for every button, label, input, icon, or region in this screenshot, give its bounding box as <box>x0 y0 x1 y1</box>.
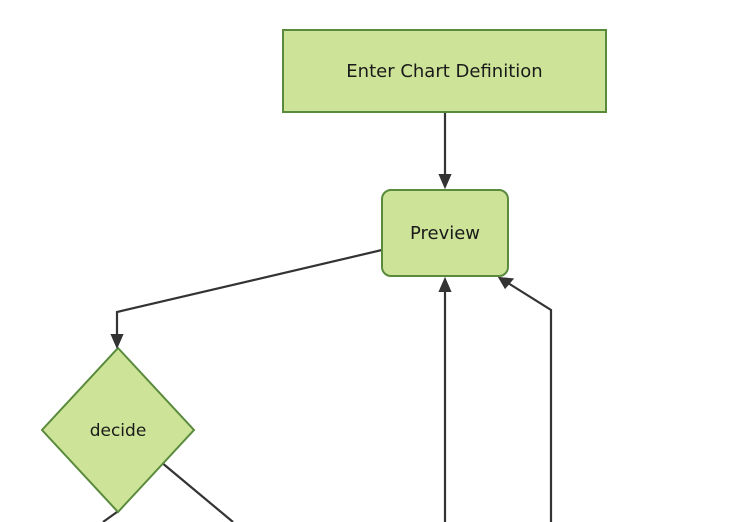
node-layer: Enter Chart Definition Preview decide <box>40 29 607 514</box>
edge-layer <box>102 112 553 522</box>
arrow-head-icon <box>438 277 452 292</box>
edge-preview-to-decide[interactable] <box>110 248 383 349</box>
edge-line <box>160 461 234 522</box>
node-rect <box>282 29 607 113</box>
edge-line <box>507 282 553 522</box>
edge-decide-bottom-out[interactable] <box>102 511 118 522</box>
edge-decide-right-out[interactable] <box>160 461 234 522</box>
node-label-decide: decide <box>90 421 147 441</box>
node-decide[interactable]: decide <box>40 346 196 514</box>
node-label-preview: Preview <box>410 223 480 244</box>
edge-line <box>102 511 118 522</box>
node-label-enter-chart-definition: Enter Chart Definition <box>346 61 542 82</box>
arrow-overlay-layer <box>110 174 514 349</box>
node-preview[interactable]: Preview <box>381 189 509 277</box>
edge-bottom-right-to-preview[interactable] <box>498 277 553 522</box>
arrow-head-icon <box>438 174 452 189</box>
edge-bottom-center-to-preview[interactable] <box>438 277 452 522</box>
arrow-head-icon <box>110 334 124 349</box>
node-rounded-rect <box>381 189 509 277</box>
node-enter-chart-definition[interactable]: Enter Chart Definition <box>282 29 607 113</box>
node-diamond <box>40 346 196 514</box>
arrow-head-icon <box>498 277 514 289</box>
edge-line <box>115 248 383 337</box>
